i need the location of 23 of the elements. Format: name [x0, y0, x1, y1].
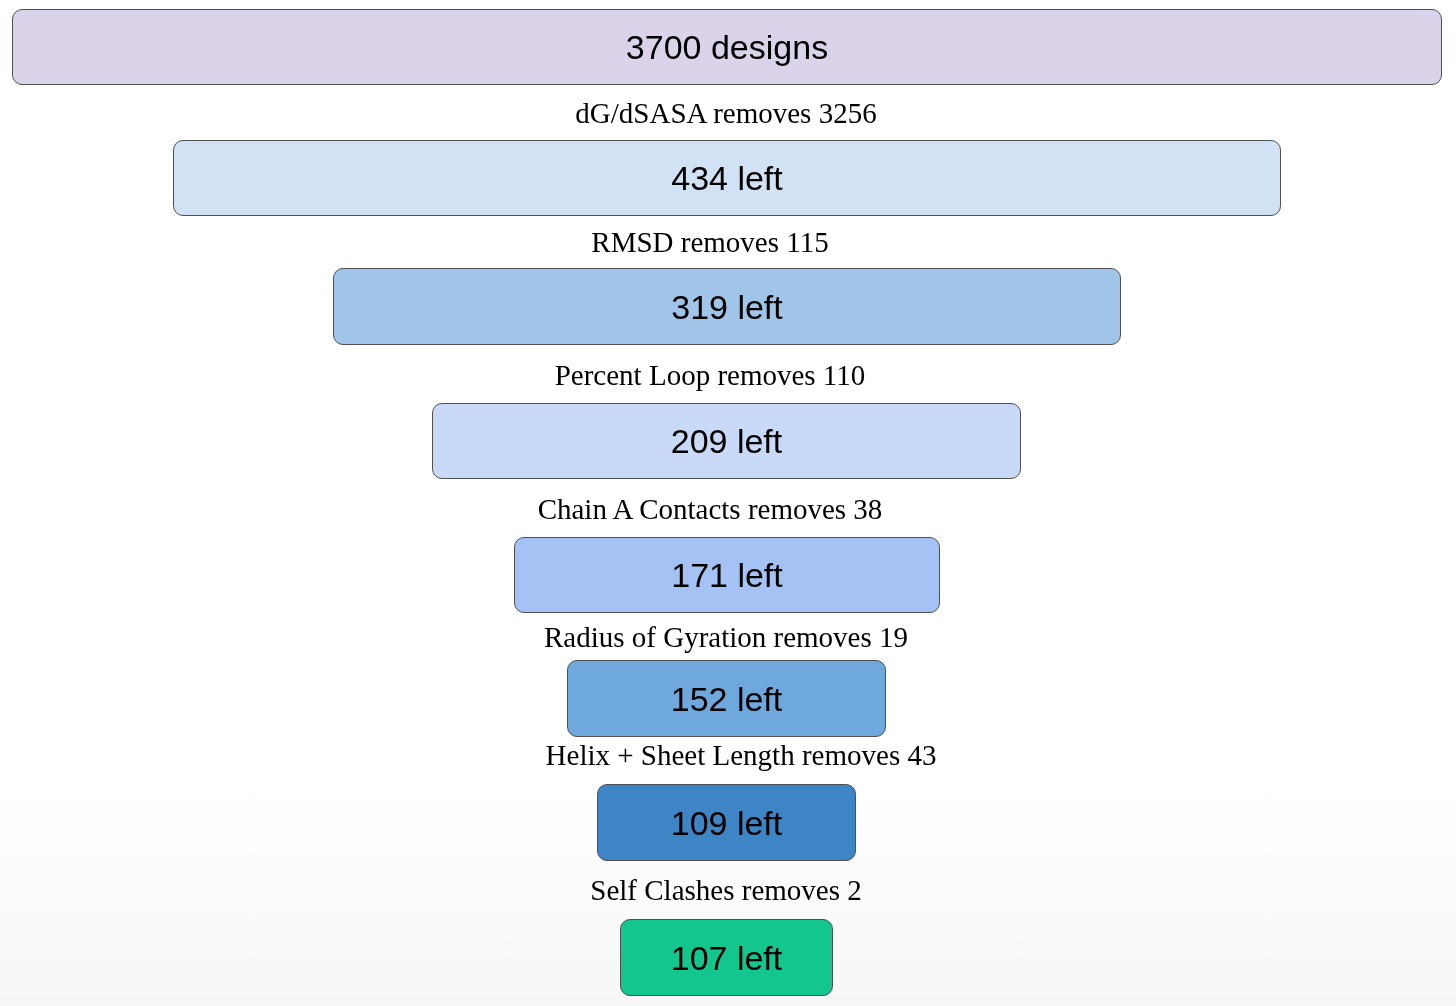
- stage-box: [432, 403, 1021, 479]
- stage-box: [597, 784, 856, 861]
- filter-step-label: Percent Loop removes 110: [554, 361, 866, 390]
- filter-step-label: RMSD removes 115: [591, 228, 829, 257]
- stage-box: [333, 268, 1121, 345]
- stage-count: 171 left: [671, 558, 783, 592]
- filter-step-label: Self Clashes removes 2: [590, 876, 862, 905]
- stage-count: 3700 designs: [625, 30, 829, 64]
- stage-box: [567, 660, 886, 737]
- filter-step-label: Radius of Gyration removes 19: [544, 623, 908, 652]
- stage-count: 109 left: [670, 805, 783, 840]
- stage-count: 434 left: [671, 161, 783, 195]
- stage-box: [514, 537, 940, 613]
- stage-box: [620, 919, 833, 996]
- filter-step-label: dG/dSASA removes 3256: [575, 99, 877, 128]
- stage-count: 152 left: [670, 681, 783, 716]
- stage-box: [173, 140, 1281, 216]
- stage-count: 209 left: [670, 424, 783, 458]
- stage-count: 319 left: [671, 289, 783, 324]
- filter-step-label: Helix + Sheet Length removes 43: [545, 741, 937, 770]
- stage-box: [12, 9, 1442, 85]
- stage-count: 107 left: [670, 940, 783, 975]
- filter-step-label: Chain A Contacts removes 38: [537, 495, 883, 524]
